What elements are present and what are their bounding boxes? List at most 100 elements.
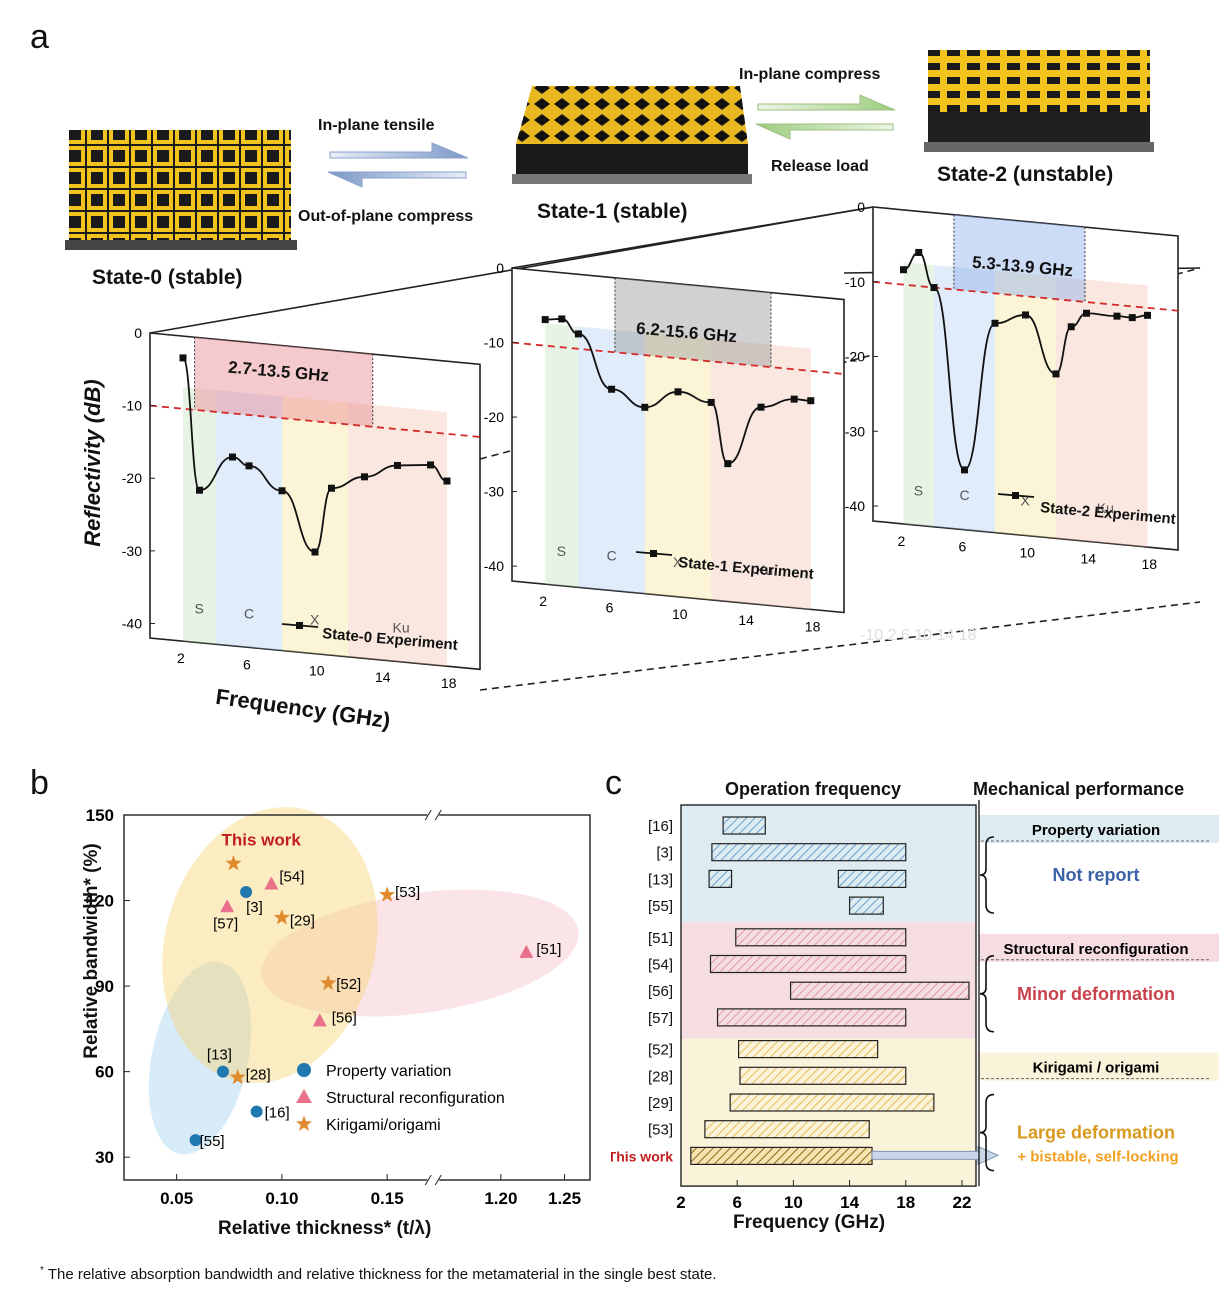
transition-tensile: In-plane tensile <box>318 117 435 134</box>
chart-1-band-S <box>545 323 579 588</box>
point-57 <box>220 899 235 913</box>
tag-bg-kirigami <box>979 1052 1219 1081</box>
chart-0-ytick-label: -10 <box>122 398 142 414</box>
panel-b-xtick-label: 1.20 <box>484 1189 517 1208</box>
row-label-1: [3] <box>656 845 673 862</box>
label-28: [28] <box>246 1066 271 1083</box>
panel-c-col1-header: Operation frequency <box>725 779 902 799</box>
chart-2-legend-marker <box>1012 492 1019 499</box>
chart-1-frame <box>511 267 845 614</box>
chart-1-band-label: X <box>673 554 683 570</box>
chart-2-threshold <box>872 280 1179 312</box>
box-edge-1 <box>511 206 874 269</box>
chart-0-point <box>229 453 236 461</box>
point-16 <box>250 1105 263 1118</box>
chart-0-ytick-label: -20 <box>122 470 142 486</box>
chart-0-point <box>311 548 319 556</box>
panel-b-ytick-label: 120 <box>86 892 114 911</box>
chart-1-point <box>807 397 815 405</box>
state-1-photo <box>512 80 752 188</box>
chart-0-xtick-label: 10 <box>309 663 325 679</box>
ellipse-kirigami <box>162 807 378 1083</box>
panel-c-xtick-label: 6 <box>732 1193 741 1212</box>
panel-b-ylabel: Relative bandwidth* (%) <box>81 843 102 1059</box>
chart-1-xtick-label: 2 <box>539 593 547 609</box>
state-2-photo-graphic <box>924 50 1154 152</box>
ellipse-structural <box>261 889 579 1017</box>
chart-1-point <box>574 330 582 338</box>
chart-1-band-label: C <box>607 548 617 564</box>
state-1-photo-graphic <box>512 86 752 184</box>
row-label-7: [57] <box>648 1010 673 1027</box>
chart-2-point <box>1113 312 1121 320</box>
label-54: [54] <box>279 868 304 885</box>
axis-break-a-1 <box>424 1174 432 1186</box>
transition-in-plane-compress: In-plane compress <box>739 66 881 83</box>
panel-c-xtick-label: 14 <box>840 1193 859 1212</box>
chart-1-point <box>707 398 715 406</box>
panel-b-xtick-label: 1.25 <box>548 1189 581 1208</box>
chart-0-point <box>245 462 253 470</box>
range-bar-4-0 <box>735 928 907 947</box>
chart-0-legend-marker <box>296 622 303 629</box>
chart-0-point <box>179 354 187 362</box>
chart-1-point <box>541 316 549 324</box>
chart-0-band-X <box>282 396 348 657</box>
chart-2-xtick-label: 18 <box>1142 556 1158 572</box>
range-bar-2-1 <box>837 869 907 889</box>
chart-2-band-label: S <box>914 482 923 498</box>
range-bar-11-0 <box>704 1120 870 1139</box>
chart-0-band-label: X <box>310 612 320 628</box>
transition-out-of-plane: Out-of-plane compress <box>298 208 474 225</box>
chart-2-frame <box>872 206 1179 551</box>
chart-0-threshold <box>149 404 481 438</box>
chart-1-band-label: S <box>557 543 566 559</box>
chart-0-ytick-label: -30 <box>122 543 142 559</box>
transition-release: Release load <box>771 158 869 175</box>
chart-1-ytick-label: -30 <box>484 484 504 500</box>
row-label-3: [55] <box>648 898 673 915</box>
range-bar-12-0 <box>690 1146 873 1165</box>
label-16: [16] <box>265 1105 290 1122</box>
panel-c-xtick-label: 22 <box>952 1193 971 1212</box>
chart-2-xtick-label: 2 <box>898 533 906 549</box>
legend-label-2: Kirigami/origami <box>326 1117 441 1134</box>
range-bar-6-0 <box>789 981 970 1000</box>
panel-b-letter: b <box>30 764 49 802</box>
label-51: [51] <box>536 941 561 958</box>
chart-0-xtick-label: 14 <box>375 669 391 685</box>
chart-2-point <box>900 266 907 274</box>
reflection-ticks: -10 2 6 10 14 18 <box>860 627 977 644</box>
transition-arrows <box>327 94 896 188</box>
row-label-4: [51] <box>648 930 673 947</box>
arrow-right-tensile <box>329 142 469 159</box>
panel-b-ytick-label: 90 <box>95 977 114 996</box>
chart-0-band-S <box>183 386 216 645</box>
chart-1-xtick-label: 6 <box>606 599 614 615</box>
chart-2-ytick-label: -10 <box>845 274 865 290</box>
panel-b-xlabel: Relative thickness* (t/λ) <box>218 1218 432 1239</box>
chart-0-curve <box>182 357 448 553</box>
legend-marker-kirigami <box>295 1115 313 1131</box>
chart-0-point <box>394 461 401 469</box>
row-label-11: [53] <box>648 1122 673 1139</box>
range-bar-8-0 <box>737 1040 879 1059</box>
legend-label-1: Structural reconfiguration <box>326 1090 505 1107</box>
box-edge-4 <box>479 601 1201 691</box>
category-brace-0 <box>979 836 995 914</box>
panel-b-xtick-label: 0.15 <box>371 1189 404 1208</box>
point-29 <box>273 909 290 925</box>
chart-1-point <box>724 460 732 468</box>
chart-1-point <box>641 403 649 411</box>
footnote: * The relative absorption bandwidth and … <box>40 1265 717 1283</box>
point-52 <box>320 974 337 991</box>
state-2-photo <box>924 46 1154 156</box>
chart-2-band-label: Ku <box>1097 500 1114 516</box>
chart-1-ytick-label: -20 <box>484 409 504 425</box>
chart-0-ytick-label: 0 <box>134 325 142 341</box>
row-label-12: This work <box>611 1148 673 1164</box>
chart-2-band-S <box>903 262 934 527</box>
ellipse-property <box>148 961 252 1155</box>
state-2-label: State-2 (unstable) <box>937 163 1114 186</box>
